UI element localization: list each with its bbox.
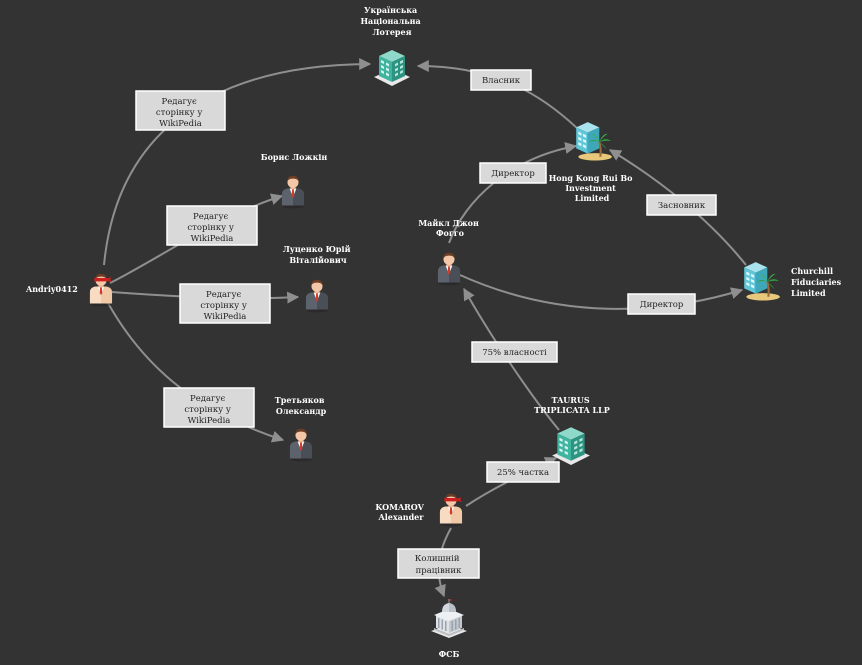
edge-label-hongkong-lottery: Власник <box>470 69 532 91</box>
node-label-line: TRIPLICATA LLP <box>534 405 610 415</box>
node-label-line: Майкл Джон <box>418 218 479 228</box>
edge-fogg-churchill <box>459 274 744 310</box>
node-hongkong[interactable]: Hong Kong Rui Bo Investment Limited <box>549 121 636 203</box>
node-label-line: Andriy0412 <box>25 284 78 294</box>
node-fogg[interactable]: Майкл Джон Фогго <box>418 218 481 286</box>
svg-text:Редагує сторінку у: Редагує сторінку у WikiPedia <box>184 394 233 426</box>
edge-label-taurus-fogg: 75% власності <box>471 341 558 363</box>
edge-label-line: сторінку у <box>156 108 202 118</box>
svg-text:Редагує сторінку у: Редагує сторінку у WikiPedia <box>156 97 205 129</box>
edge-label-line: працівник <box>416 566 462 576</box>
edge-label-line: 25% частка <box>497 468 549 478</box>
node-label-line: TAURUS <box>552 395 590 405</box>
edge-label-line: Директор <box>491 169 535 179</box>
node-label-line: Національна <box>361 16 421 26</box>
edge-label-line: Колишній <box>415 554 460 564</box>
edge-label-line: сторінку у <box>184 405 230 415</box>
svg-text:Майкл Джон Фогго: Майкл Джон Фогго <box>418 218 481 238</box>
edge-label-line: сторінку у <box>200 301 246 311</box>
node-andriy[interactable]: Andriy0412 <box>25 273 113 307</box>
node-tretyakov[interactable]: Третьяков Олександр <box>275 395 327 462</box>
edge-label-line: Редагує <box>206 290 242 300</box>
node-label-line: Фогго <box>436 228 465 238</box>
offshore-company-icon <box>575 121 614 162</box>
edge-label-line: Засновник <box>658 201 706 211</box>
node-label-line: Українська <box>364 5 417 15</box>
edge-label-andriy-lozhkin: Редагує сторінку у WikiPedia <box>166 205 258 246</box>
edge-label-line: Власник <box>482 76 521 86</box>
node-label-line: Alexander <box>377 512 424 522</box>
svg-text:Редагує сторінку у: Редагує сторінку у WikiPedia <box>187 212 236 244</box>
edge-label-line: 75% власності <box>482 348 547 358</box>
edge-label-churchill-hongkong: Засновник <box>646 194 717 216</box>
svg-text:Колишній працівник: Колишній працівник <box>415 554 462 576</box>
masked-person-icon <box>89 273 113 307</box>
edge-fogg-hongkong <box>448 142 578 244</box>
edge-taurus-fogg <box>463 287 560 431</box>
government-building-icon <box>431 599 467 638</box>
edge-andriy-tretyakov <box>107 302 285 443</box>
node-label-line: Limited <box>575 193 610 203</box>
node-lozhkin[interactable]: Борис Ложкін <box>261 152 328 209</box>
node-label-line: Churchill <box>791 266 833 276</box>
node-label-line: Борис Ложкін <box>261 152 328 162</box>
node-komarov[interactable]: KOMAROV Alexander <box>375 493 463 527</box>
edge-label-line: Редагує <box>162 97 198 107</box>
edge-label-line: сторінку у <box>187 223 233 233</box>
node-label-line: Третьяков <box>275 395 325 405</box>
node-label-line: Hong Kong Rui Bo <box>549 173 633 183</box>
edge-label-line: WikiPedia <box>191 234 234 244</box>
person-icon <box>305 279 329 313</box>
edge-label-andriy-lutsenko: Редагує сторінку у WikiPedia <box>179 283 271 324</box>
node-label-line: ФСБ <box>439 649 460 659</box>
svg-text:Третьяков Олександр: Третьяков Олександр <box>275 395 327 416</box>
node-label-line: Луценко Юрій <box>283 244 351 254</box>
edge-label-andriy-tretyakov: Редагує сторінку у WikiPedia <box>163 387 255 428</box>
node-label-line: Limited <box>791 288 826 298</box>
svg-text:Луценко Юрій Віталійов: Луценко Юрій Віталійович <box>283 244 354 265</box>
edge-label-line: Редагує <box>190 394 226 404</box>
edge-label-fogg-hongkong: Директор <box>479 162 547 184</box>
node-label-line: KOMAROV <box>375 502 424 512</box>
node-fsb[interactable]: ФСБ <box>431 599 467 659</box>
edge-label-fogg-churchill: Директор <box>627 293 696 315</box>
edge-label-line: WikiPedia <box>159 119 202 129</box>
edge-label-line: Редагує <box>193 212 229 222</box>
node-label-line: Fiduciaries <box>791 277 842 287</box>
node-lutsenko[interactable]: Луценко Юрій Віталійович <box>283 244 354 313</box>
edge-label-line: WikiPedia <box>188 416 231 426</box>
person-icon <box>289 428 313 462</box>
svg-text:Українська Національна: Українська Національна Лотерея <box>361 5 424 37</box>
svg-text:Churchill Fiduciaries: Churchill Fiduciaries Limited <box>791 266 844 298</box>
person-icon <box>281 175 305 209</box>
node-lottery[interactable]: Українська Національна Лотерея <box>361 5 424 86</box>
building-icon <box>374 50 410 86</box>
node-churchill[interactable]: Churchill Fiduciaries Limited <box>743 260 844 302</box>
node-taurus[interactable]: TAURUS TRIPLICATA LLP <box>534 395 610 465</box>
edge-label-komarov-taurus: 25% частка <box>486 461 560 483</box>
node-label-line: Віталійович <box>289 255 346 265</box>
node-label-line: Лотерея <box>372 27 411 37</box>
offshore-company-icon <box>743 260 782 302</box>
svg-text:TAURUS TRIPLICATA LLP: TAURUS TRIPLICATA LLP <box>534 395 610 415</box>
edge-label-andriy-lottery: Редагує сторінку у WikiPedia <box>135 90 226 131</box>
person-icon <box>437 252 461 286</box>
masked-person-icon <box>439 493 463 527</box>
edge-label-line: Директор <box>640 300 684 310</box>
svg-text:Редагує сторінку у: Редагує сторінку у WikiPedia <box>200 290 249 322</box>
node-label-line: Олександр <box>276 406 327 416</box>
svg-text:KOMAROV Alexander: KOMAROV Alexander <box>375 502 426 522</box>
edge-label-line: WikiPedia <box>204 312 247 322</box>
node-label-line: Investment <box>565 183 616 193</box>
svg-text:Hong Kong Rui Bo Inves: Hong Kong Rui Bo Investment Limited <box>549 173 636 203</box>
building-icon <box>552 427 590 465</box>
edge-label-komarov-fsb: Колишній працівник <box>397 548 480 579</box>
